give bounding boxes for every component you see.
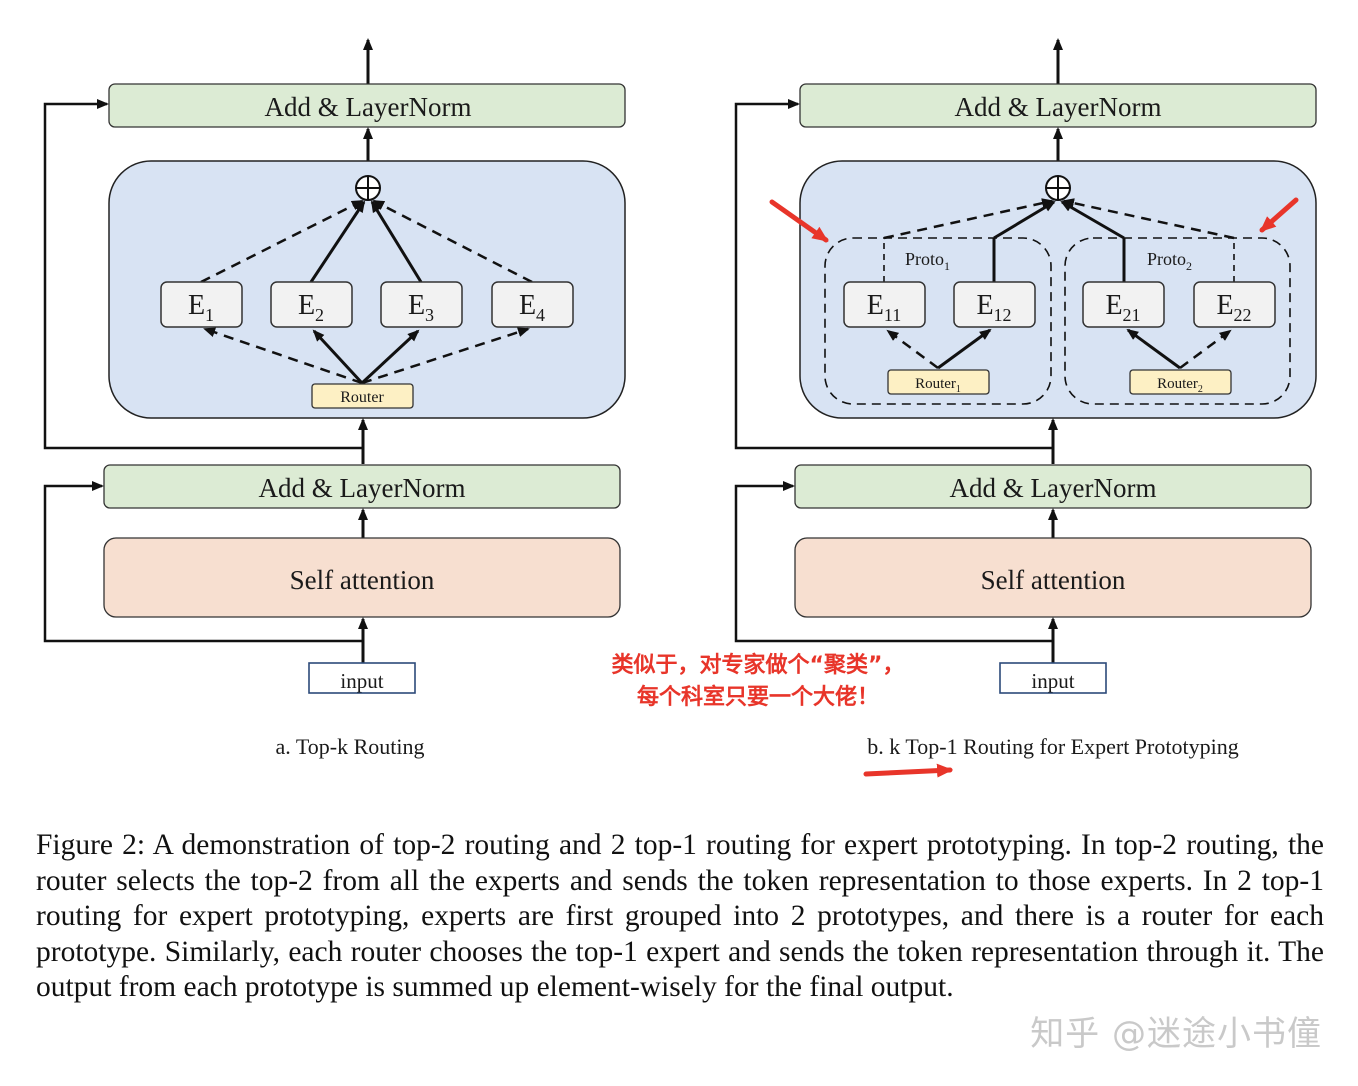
expert-e3: E3	[380, 281, 463, 328]
red-arrow-icon	[769, 199, 829, 243]
figure-2-diagram: Add & LayerNorm E1 E2 E3	[43, 38, 1317, 778]
router1-label: Router1	[915, 376, 961, 395]
panel-a-subtitle: a. Top-k Routing	[276, 734, 425, 759]
expert-e4: E4	[491, 281, 574, 328]
svg-text:E12: E12	[976, 290, 1011, 325]
expert-e11: E11	[843, 281, 926, 328]
self-attention-label: Self attention	[290, 565, 435, 595]
panel-b-subtitle: b. k Top-1 Routing for Expert Prototypin…	[867, 734, 1238, 759]
watermark: 知乎 @迷途小书僮	[1030, 1014, 1322, 1054]
figure-caption: Figure 2: A demonstration of top-2 routi…	[36, 829, 1324, 1004]
router-box	[311, 383, 414, 409]
expert-e21: E21	[1082, 281, 1165, 328]
add-layernorm-bottom-label: Add & LayerNorm	[950, 473, 1157, 503]
proto2-label: Proto2	[1147, 249, 1192, 273]
svg-text:E4: E4	[519, 290, 545, 325]
add-layernorm-bottom-label: Add & LayerNorm	[259, 473, 466, 503]
svg-text:E21: E21	[1105, 290, 1140, 325]
input-box	[999, 662, 1107, 694]
self-attention-label: Self attention	[981, 565, 1126, 595]
annotation-arrows	[769, 197, 1299, 778]
input-label: input	[340, 669, 383, 693]
svg-text:E22: E22	[1216, 290, 1251, 325]
input-box	[308, 662, 416, 694]
router-label: Router	[340, 389, 384, 406]
proto1-group	[824, 237, 1052, 405]
expert-e12: E12	[953, 281, 1036, 328]
handwritten-annotation: 类似于，对专家做个“聚类”，每个科室只要一个大佬！	[611, 653, 905, 710]
moe-block	[799, 160, 1317, 419]
expert-e2: E2	[270, 281, 353, 328]
proto2-group	[1064, 237, 1291, 405]
router2-label: Router2	[1157, 376, 1203, 395]
input-label: input	[1031, 669, 1074, 693]
add-layernorm-top-label: Add & LayerNorm	[955, 92, 1162, 122]
proto1-label: Proto1	[905, 249, 950, 273]
svg-text:E1: E1	[188, 290, 214, 325]
router2-box	[1129, 369, 1232, 395]
expert-e22: E22	[1193, 281, 1276, 328]
svg-text:E11: E11	[867, 290, 901, 325]
red-arrow-icon	[863, 763, 953, 778]
red-arrow-icon	[1259, 197, 1299, 233]
panel-b: Add & LayerNorm Proto1 Proto2 E11	[734, 38, 1317, 759]
add-layernorm-top-label: Add & LayerNorm	[265, 92, 472, 122]
expert-e1: E1	[160, 281, 243, 328]
svg-text:E2: E2	[298, 290, 324, 325]
svg-text:E3: E3	[408, 290, 434, 325]
router1-box	[887, 369, 990, 395]
panel-a: Add & LayerNorm E1 E2 E3	[43, 38, 626, 759]
